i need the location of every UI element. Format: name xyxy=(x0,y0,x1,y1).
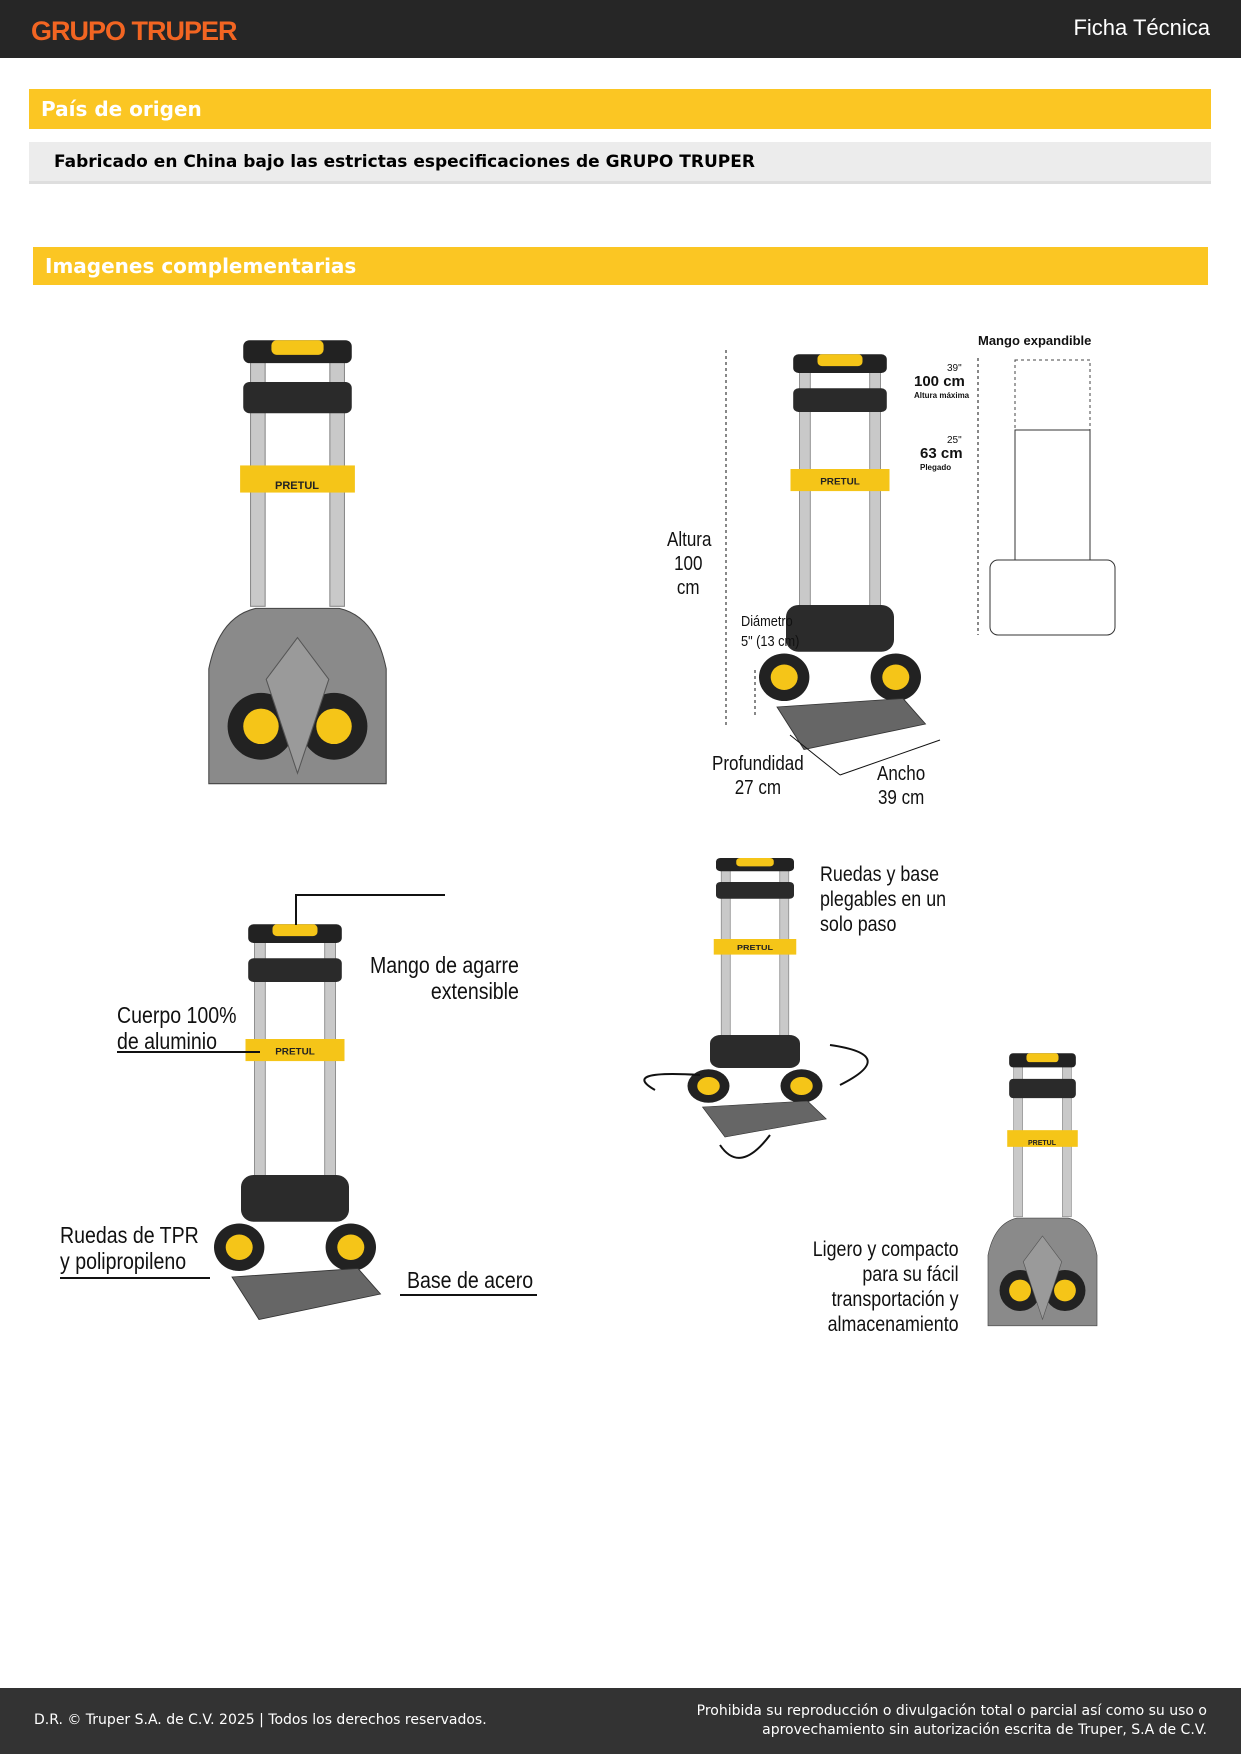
footer: D.R. © Truper S.A. de C.V. 2025 | Todos … xyxy=(0,1688,1241,1754)
fold-label: Plegado xyxy=(920,463,952,472)
ligero-feature-3: transportación y xyxy=(831,1288,959,1311)
plegables-feature-1: Ruedas y base xyxy=(820,863,940,886)
ancho-value: 39 cm xyxy=(877,787,925,809)
brand-label: PRETUL xyxy=(275,1047,315,1058)
grupo-truper-logo: GRUPO TRUPER xyxy=(31,16,238,46)
plegables-feature-3: solo paso xyxy=(820,913,897,936)
dimension-hand-truck-image: PRETUL xyxy=(758,353,926,750)
brand-label: PRETUL xyxy=(275,480,319,492)
origin-heading: País de origen xyxy=(29,89,1211,129)
ligero-feature-1: Ligero y compacto xyxy=(813,1238,959,1261)
mango-feature-1: Mango de agarre xyxy=(370,952,519,978)
diametro-text: Diámetro xyxy=(741,613,793,630)
folding-hand-truck-image: PRETUL xyxy=(643,857,869,1159)
images-heading: Imagenes complementarias xyxy=(33,247,1208,285)
dimension-lines xyxy=(725,350,1116,776)
diametro-value: 5" (13 cm) xyxy=(741,633,800,650)
cuerpo-feature-1: Cuerpo 100% xyxy=(117,1002,237,1028)
mango-feature-2: extensible xyxy=(430,978,519,1004)
diametro-label: Diámetro 5" (13 cm) xyxy=(741,612,799,652)
copyright: D.R. © Truper S.A. de C.V. 2025 | Todos … xyxy=(34,1712,487,1728)
altura-text: Altura xyxy=(667,529,712,551)
plegables-feature-2: plegables en un xyxy=(820,888,947,911)
features-hand-truck-image: PRETUL xyxy=(213,923,381,1320)
document-title: Ficha Técnica xyxy=(1073,15,1210,40)
brand-label: PRETUL xyxy=(737,944,773,952)
ruedas-feature-1: Ruedas de TPR xyxy=(60,1222,199,1248)
profundidad-text: Profundidad xyxy=(712,753,804,775)
cuerpo-feature-2: de aluminio xyxy=(117,1028,217,1054)
fold-cm: 63 cm xyxy=(920,445,963,462)
header: GRUPO TRUPER Ficha Técnica xyxy=(0,0,1241,58)
feature-callout-lines xyxy=(60,894,537,1296)
fold-inches: 25" xyxy=(947,435,962,446)
compact-hand-truck-image: PRETUL xyxy=(975,1050,1110,1345)
max-cm: 100 cm xyxy=(914,373,965,390)
mango-expandible-label: Mango expandible xyxy=(978,333,1092,348)
max-label: Altura máxima xyxy=(914,391,970,400)
folded-hand-truck-image: PRETUL xyxy=(185,335,410,815)
altura-value: 100 cm xyxy=(674,553,703,599)
origin-text: Fabricado en China bajo las estrictas es… xyxy=(29,142,1211,184)
brand-label: PRETUL xyxy=(1028,1140,1057,1147)
legal-line-2: aprovechamiento sin autorización escrita… xyxy=(762,1722,1207,1738)
ligero-feature-2: para su fácil xyxy=(862,1263,959,1286)
base-feature: Base de acero xyxy=(407,1267,534,1293)
max-inches: 39" xyxy=(947,363,962,374)
ancho-text: Ancho xyxy=(877,763,926,785)
cuerpo-feature: Cuerpo 100%de aluminio xyxy=(117,1002,237,1054)
brand-label: PRETUL xyxy=(820,477,860,488)
ruedas-feature-2: y polipropileno xyxy=(60,1248,187,1274)
legal-line-1: Prohibida su reproducción o divulgación … xyxy=(696,1703,1207,1719)
profundidad-value: 27 cm xyxy=(734,777,781,799)
ligero-feature-4: almacenamiento xyxy=(828,1313,959,1336)
legal-notice: Prohibida su reproducción o divulgación … xyxy=(697,1702,1207,1740)
